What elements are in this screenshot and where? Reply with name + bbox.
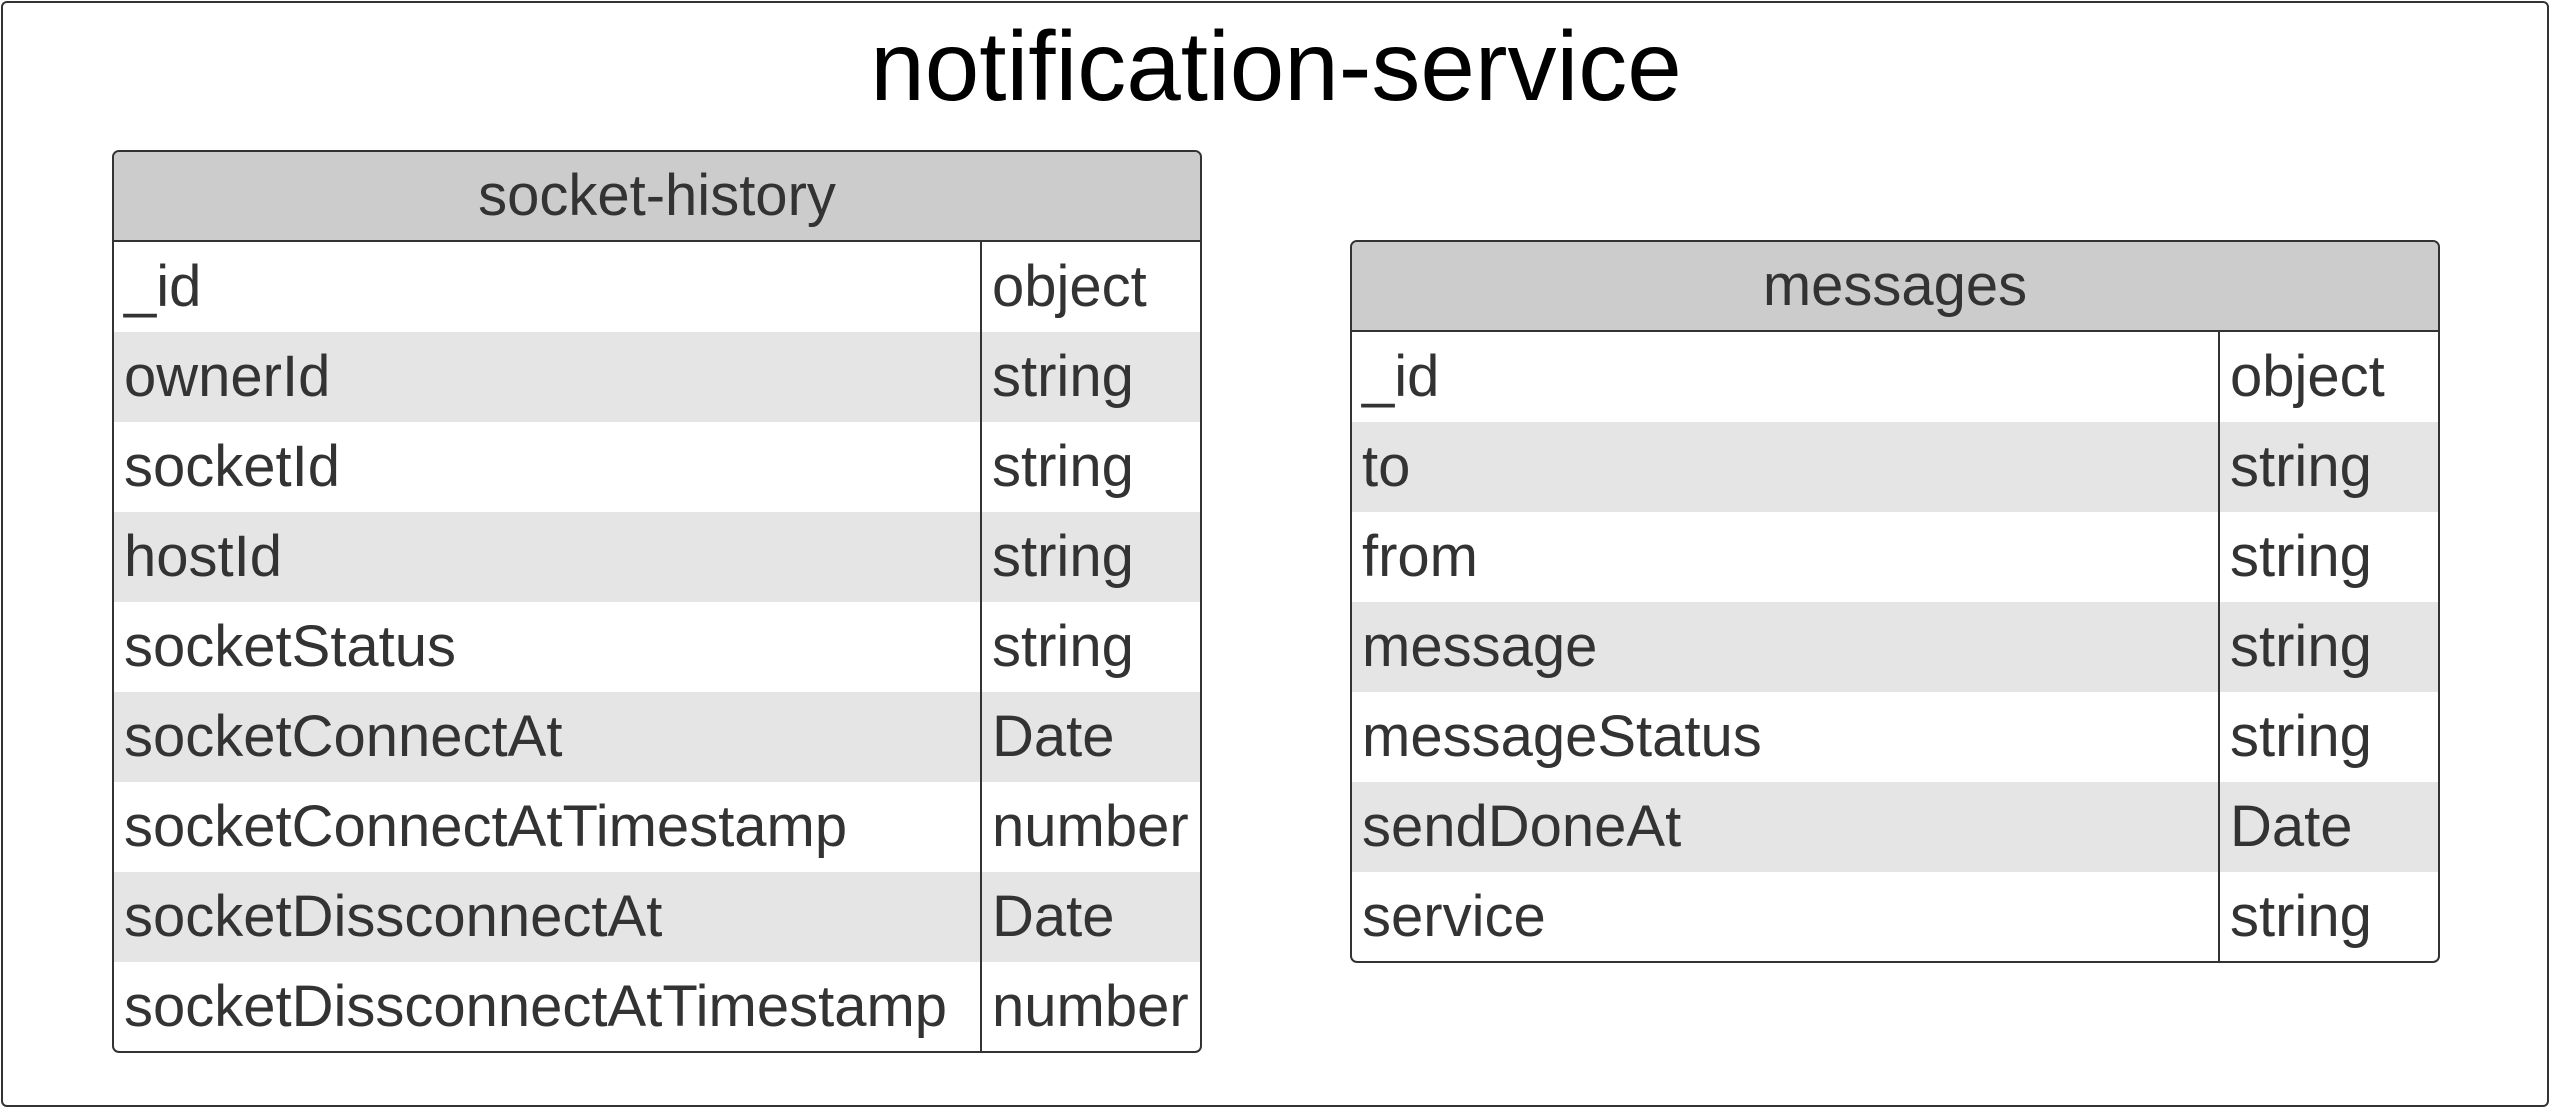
field-type: object [2218, 332, 2438, 422]
field-name: socketConnectAtTimestamp [124, 794, 848, 859]
field-name: ownerId [124, 344, 331, 409]
field-type: object [980, 242, 1200, 332]
field-type: string [2218, 422, 2438, 512]
diagram-title: notification-service [870, 11, 1682, 121]
field-type: Date [2218, 782, 2438, 872]
field-row: socketDissconnectAt Date [114, 872, 1200, 962]
field-type: string [2218, 602, 2438, 692]
field-name: from [1362, 524, 1478, 589]
entity-fields: _id object ownerId string socketId strin… [114, 242, 1200, 1051]
field-row: message string [1352, 602, 2438, 692]
field-row: hostId string [114, 512, 1200, 602]
field-type: Date [980, 872, 1200, 962]
field-row: socketId string [114, 422, 1200, 512]
field-row: _id object [1352, 332, 2438, 422]
field-type: string [2218, 872, 2438, 961]
field-row: ownerId string [114, 332, 1200, 422]
field-type: string [980, 422, 1200, 512]
field-name: socketConnectAt [124, 704, 563, 769]
field-type: number [980, 962, 1200, 1051]
field-row: from string [1352, 512, 2438, 602]
field-name: service [1362, 884, 1546, 949]
field-row: socketStatus string [114, 602, 1200, 692]
field-name: _id [1362, 344, 1440, 409]
field-type: string [980, 602, 1200, 692]
field-row: socketConnectAtTimestamp number [114, 782, 1200, 872]
entity-header: socket-history [114, 152, 1200, 242]
field-type: string [2218, 512, 2438, 602]
entity-header: messages [1352, 242, 2438, 332]
field-name: socketStatus [124, 614, 457, 679]
entity-messages: messages _id object to string from strin… [1350, 240, 2440, 963]
field-name: sendDoneAt [1362, 794, 1682, 859]
field-name: _id [124, 254, 202, 319]
field-name: to [1362, 434, 1411, 499]
entity-fields: _id object to string from string message… [1352, 332, 2438, 961]
entity-socket-history: socket-history _id object ownerId string… [112, 150, 1202, 1053]
field-type: string [980, 512, 1200, 602]
field-name: message [1362, 614, 1598, 679]
field-row: sendDoneAt Date [1352, 782, 2438, 872]
field-row: socketDissconnectAtTimestamp number [114, 962, 1200, 1051]
field-type: Date [980, 692, 1200, 782]
field-name: hostId [124, 524, 282, 589]
field-name: socketDissconnectAtTimestamp [124, 974, 948, 1039]
field-row: service string [1352, 872, 2438, 961]
field-row: _id object [114, 242, 1200, 332]
field-row: to string [1352, 422, 2438, 512]
field-row: socketConnectAt Date [114, 692, 1200, 782]
field-name: messageStatus [1362, 704, 1762, 769]
field-name: socketDissconnectAt [124, 884, 663, 949]
field-name: socketId [124, 434, 340, 499]
field-type: string [2218, 692, 2438, 782]
field-type: string [980, 332, 1200, 422]
field-row: messageStatus string [1352, 692, 2438, 782]
field-type: number [980, 782, 1200, 872]
